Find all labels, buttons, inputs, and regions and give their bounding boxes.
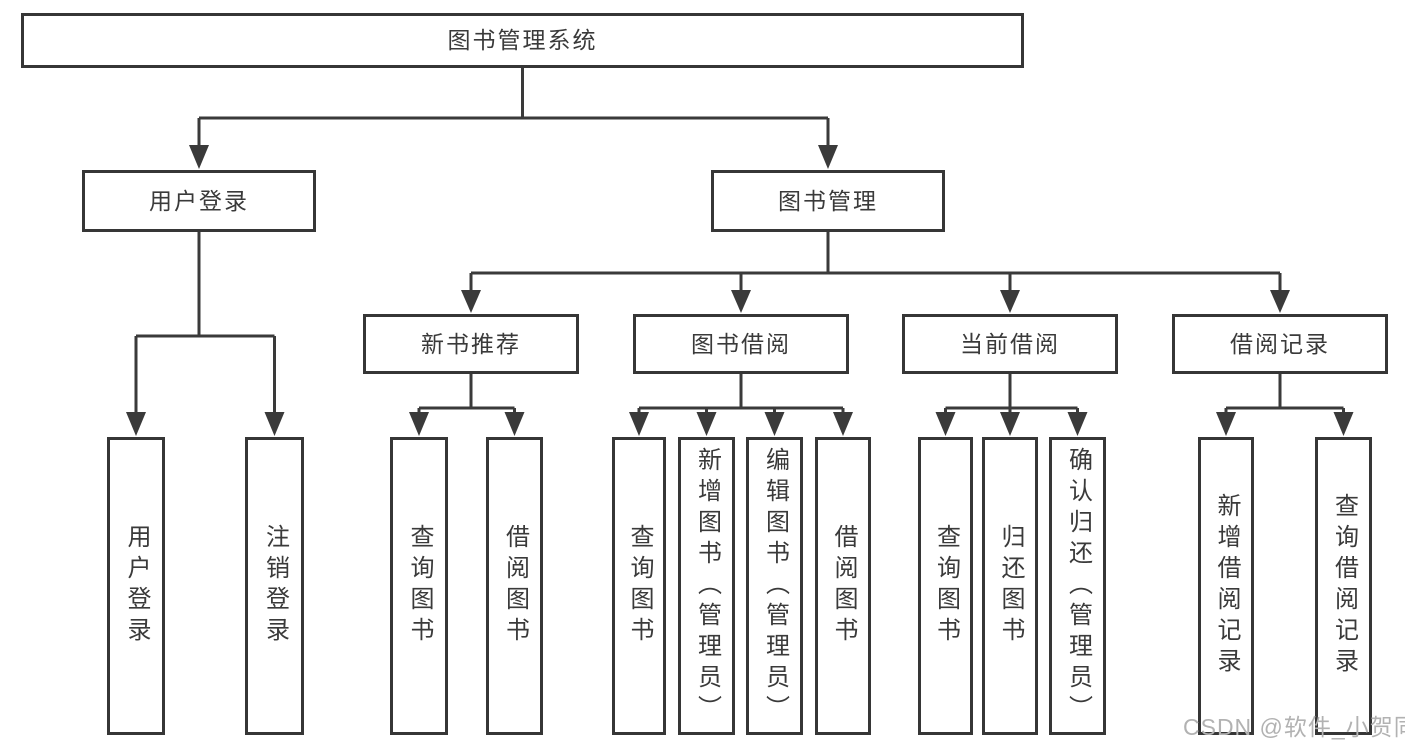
arrow-down-icon [1000,290,1020,313]
arrow-down-icon [504,412,525,436]
arrow-down-icon [189,145,209,169]
arrow-down-icon [935,412,956,436]
node-root-system: 图书管理系统 [21,13,1024,68]
arrow-down-icon [696,412,717,436]
arrow-down-icon [629,412,649,436]
leaf-newbooks-borrow: 借阅图书 [486,437,543,735]
leaf-current-confirm-return: 确认归还（管理员） [1049,437,1106,735]
connector-current-borrowing [944,374,1079,414]
leaf-records-query: 查询借阅记录 [1315,437,1372,735]
connector-new-books [417,374,516,414]
leaf-borrowing-edit: 编辑图书（管理员） [746,437,803,735]
csdn-watermark: CSDN @软件_小贺同学 [1183,714,1405,740]
leaf-borrowing-add: 新增图书（管理员） [678,437,735,735]
arrow-down-icon [1000,412,1020,436]
leaf-user-login: 用户登录 [107,437,165,735]
arrowheads [126,145,1354,436]
leaf-records-add: 新增借阅记录 [1198,437,1254,735]
leaf-newbooks-query: 查询图书 [390,437,448,735]
arrow-down-icon [764,412,785,436]
arrow-down-icon [1067,412,1088,436]
leaf-borrowing-query: 查询图书 [612,437,666,735]
leaf-current-query: 查询图书 [918,437,973,735]
arrow-down-icon [1270,290,1290,313]
connector-borrowing-records [1224,374,1345,414]
node-new-books: 新书推荐 [363,314,579,374]
leaf-logout: 注销登录 [245,437,304,735]
arrow-down-icon [1216,412,1236,436]
leaf-borrowing-borrow: 借阅图书 [815,437,871,735]
arrow-down-icon [731,290,751,313]
connector-user-login [134,232,276,414]
node-book-borrowing: 图书借阅 [633,314,849,374]
connector-root [197,68,830,147]
connector-book-borrowing [637,374,845,414]
arrow-down-icon [833,412,853,436]
arrow-down-icon [1333,412,1354,436]
connector-book-management [469,232,1282,291]
arrow-down-icon [409,412,429,436]
leaf-current-return: 归还图书 [982,437,1038,735]
arrow-down-icon [461,290,481,313]
arrow-down-icon [126,412,146,436]
node-user-login: 用户登录 [82,170,316,232]
node-current-borrowing: 当前借阅 [902,314,1118,374]
arrow-down-icon [818,145,838,169]
node-borrowing-records: 借阅记录 [1172,314,1388,374]
arrow-down-icon [264,412,285,436]
node-book-management: 图书管理 [711,170,945,232]
